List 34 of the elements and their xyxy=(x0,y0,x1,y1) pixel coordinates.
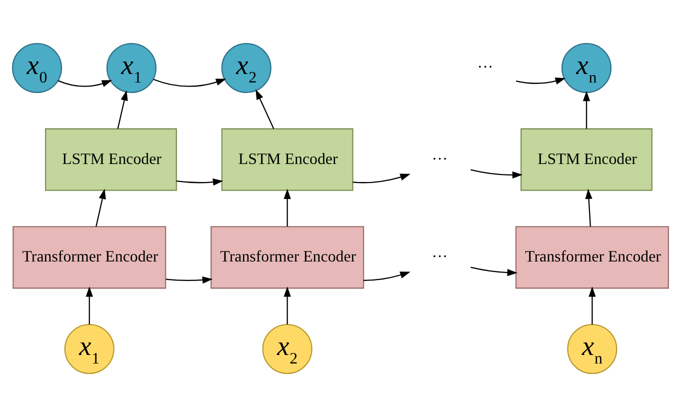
node-circle: x$_{0}$ xyxy=(12,42,62,94)
arrow xyxy=(582,90,590,129)
arrow xyxy=(364,272,410,282)
node-box: LSTM Encoder xyxy=(221,128,354,191)
arrow xyxy=(166,276,213,284)
arrow xyxy=(153,78,226,87)
arrow xyxy=(470,169,523,179)
arrow xyxy=(176,178,224,186)
node-box: LSTM Encoder xyxy=(45,128,177,191)
arrow xyxy=(86,286,93,324)
node-text: ··· xyxy=(432,150,448,168)
arrow xyxy=(470,266,518,276)
node-text: ··· xyxy=(477,59,494,76)
arrow xyxy=(352,174,410,184)
node-text: ··· xyxy=(432,248,448,266)
arrow xyxy=(585,188,592,227)
node-circle: x$_{n}$ xyxy=(567,324,618,374)
arrow xyxy=(588,286,596,324)
arrow xyxy=(96,188,106,227)
arrow xyxy=(117,90,128,129)
arrow xyxy=(256,89,274,129)
arrow xyxy=(516,78,566,84)
arrow xyxy=(58,80,112,87)
node-circle: x$_{2}$ xyxy=(262,324,312,374)
node-circle: x$_{2}$ xyxy=(221,42,272,94)
node-circle: x$_{1}$ xyxy=(64,324,114,374)
arrow xyxy=(284,188,291,227)
node-circle: x$_{1}$ xyxy=(106,42,156,94)
node-box: Transformer Encoder xyxy=(12,226,166,289)
node-box: Transformer Encoder xyxy=(210,226,364,289)
node-box: Transformer Encoder xyxy=(515,226,669,289)
arrow xyxy=(284,286,291,324)
node-box: LSTM Encoder xyxy=(520,128,652,191)
node-circle: x$_{n}$ xyxy=(561,42,612,94)
